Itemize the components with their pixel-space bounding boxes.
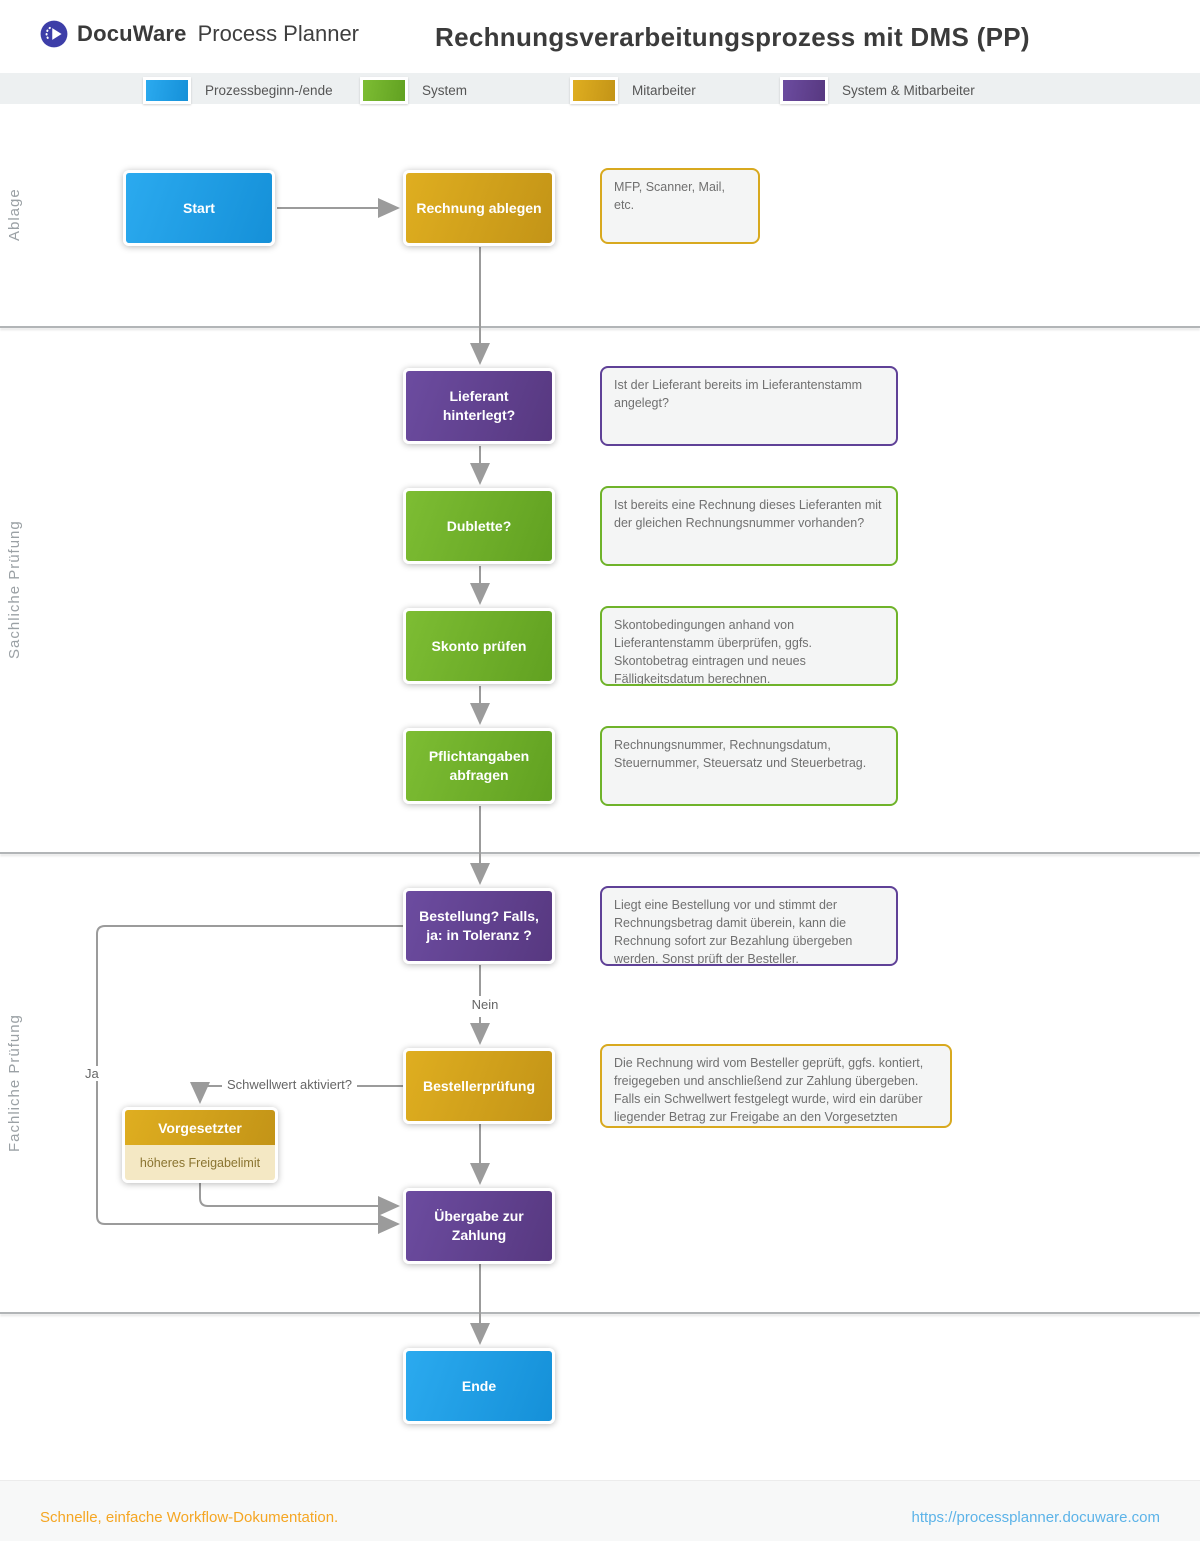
legend-item-mitarbeiter: Mitarbeiter [570,77,696,104]
lane-separator [0,326,1200,328]
docuware-logo-icon [40,20,68,48]
node-skonto-pruefen[interactable]: Skonto prüfen [403,608,555,684]
legend-label: Mitarbeiter [632,83,696,98]
legend-swatch-gold [570,77,618,104]
legend-item-system-mitarbeiter: System & Mitbarbeiter [780,77,975,104]
legend-label: Prozessbeginn-/ende [205,83,333,98]
legend-swatch-blue [143,77,191,104]
node-dublette[interactable]: Dublette? [403,488,555,564]
node-start[interactable]: Start [123,170,275,246]
page-title: Rechnungsverarbeitungsprozess mit DMS (P… [435,22,1030,52]
note-bestellerpruefung: Die Rechnung wird vom Besteller geprüft,… [600,1044,952,1128]
legend-swatch-purple [780,77,828,104]
edge-label-schwellwert: Schwellwert aktiviert? [222,1077,357,1092]
node-uebergabe-zahlung[interactable]: Übergabe zur Zahlung [403,1188,555,1264]
legend-label: System & Mitbarbeiter [842,83,975,98]
legend-item-start-end: Prozessbeginn-/ende [143,77,333,104]
footer: Schnelle, einfache Workflow-Dokumentatio… [0,1480,1200,1541]
product-name: Process Planner [197,21,360,46]
node-bestellerpruefung[interactable]: Bestellerprüfung [403,1048,555,1124]
legend-bar: Prozessbeginn-/ende System Mitarbeiter S… [0,73,1200,104]
node-lieferant-hinterlegt[interactable]: Lieferant hinterlegt? [403,368,555,444]
node-rechnung-ablegen[interactable]: Rechnung ablegen [403,170,555,246]
node-vorgesetzter-sublabel: höheres Freigabelimit [125,1145,275,1180]
note-bestellung: Liegt eine Bestellung vor und stimmt der… [600,886,898,966]
edge-label-ja: Ja [80,1066,104,1081]
note-skonto: Skontobedingungen anhand von Lieferanten… [600,606,898,686]
lane-separator [0,1312,1200,1314]
brand: DocuWare Process Planner [40,20,359,48]
lane-label-ablage: Ablage [6,188,23,242]
legend-item-system: System [360,77,467,104]
legend-swatch-green [360,77,408,104]
note-dublette: Ist bereits eine Rechnung dieses Liefera… [600,486,898,566]
node-pflichtangaben[interactable]: Pflichtangaben abfragen [403,728,555,804]
lane-label-fachliche-pruefung: Fachliche Prüfung [6,1014,23,1152]
note-rechnung-ablegen: MFP, Scanner, Mail, etc. [600,168,760,244]
node-vorgesetzter-title: Vorgesetzter [125,1110,275,1145]
note-pflichtangaben: Rechnungsnummer, Rechnungsdatum, Steuern… [600,726,898,806]
legend-label: System [422,83,468,98]
node-vorgesetzter[interactable]: Vorgesetzter höheres Freigabelimit [122,1107,278,1183]
node-ende[interactable]: Ende [403,1348,555,1424]
lane-separator [0,852,1200,854]
footer-tagline: Schnelle, einfache Workflow-Dokumentatio… [40,1509,339,1526]
note-lieferant: Ist der Lieferant bereits im Lieferanten… [600,366,898,446]
edge-label-nein: Nein [459,997,511,1012]
footer-url-link[interactable]: https://processplanner.docuware.com [911,1509,1160,1526]
lane-label-sachliche-pruefung: Sachliche Prüfung [6,520,23,660]
node-bestellung-toleranz[interactable]: Bestellung? Falls, ja: in Toleranz ? [403,888,555,964]
brand-name: DocuWare [77,21,187,46]
header: DocuWare Process Planner Rechnungsverarb… [0,0,1200,73]
